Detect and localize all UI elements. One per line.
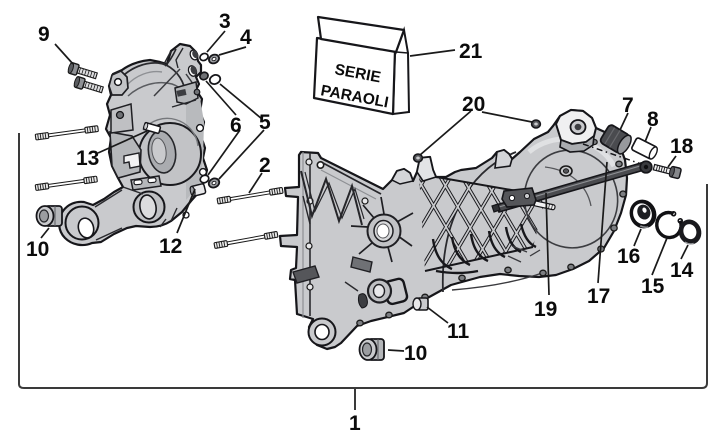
svg-text:20: 20 (462, 93, 485, 116)
svg-text:19: 19 (534, 298, 557, 321)
svg-text:18: 18 (670, 135, 694, 158)
svg-text:10: 10 (404, 342, 427, 365)
svg-text:2: 2 (259, 154, 271, 177)
svg-text:13: 13 (76, 147, 99, 170)
svg-text:14: 14 (670, 259, 694, 282)
svg-text:11: 11 (447, 320, 470, 343)
svg-text:5: 5 (259, 111, 271, 134)
svg-text:7: 7 (622, 94, 634, 117)
svg-text:12: 12 (159, 235, 182, 258)
svg-text:17: 17 (587, 285, 610, 308)
svg-text:10: 10 (26, 238, 49, 261)
svg-text:6: 6 (230, 114, 242, 137)
svg-text:15: 15 (641, 275, 665, 298)
svg-text:9: 9 (38, 23, 50, 46)
svg-text:8: 8 (647, 108, 659, 131)
svg-text:21: 21 (459, 40, 483, 63)
svg-text:4: 4 (240, 26, 252, 49)
svg-text:3: 3 (219, 10, 231, 33)
svg-text:16: 16 (617, 245, 640, 268)
svg-text:1: 1 (349, 412, 361, 435)
